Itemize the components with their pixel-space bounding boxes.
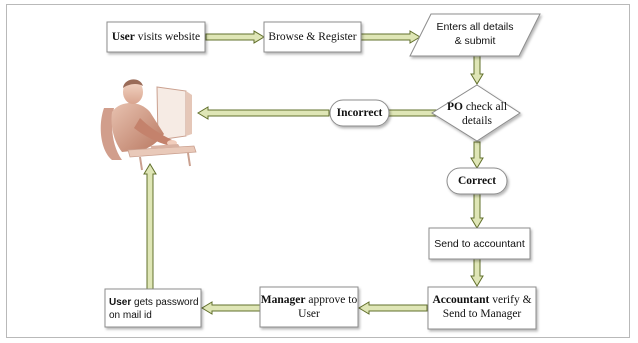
- label-user-password-line2: on mail id: [109, 310, 152, 321]
- arrow-password-to-person: [143, 163, 157, 290]
- label-po-check-line1: PO check all: [432, 100, 522, 114]
- label-enters-details: Enters all details & submit: [420, 20, 530, 48]
- label-manager-approve: Manager approve to User: [260, 293, 358, 321]
- diamond-po-check: [431, 84, 521, 142]
- label-po-check-line2: details: [461, 115, 493, 127]
- label-po-check: PO check all details: [432, 100, 522, 128]
- label-accountant-verify-line1: Accountant verify &: [428, 293, 536, 307]
- arrow-user-to-browse: [205, 30, 265, 44]
- label-send-accountant: Send to accountant: [434, 238, 525, 250]
- label-user-visits: User visits website: [107, 30, 205, 44]
- arrow-send-to-accountant: [470, 258, 484, 287]
- box-send-accountant: [428, 227, 531, 260]
- arrow-enters-to-po: [470, 54, 484, 85]
- label-incorrect: Incorrect: [336, 107, 383, 119]
- label-user-password: User gets password on mail id: [109, 296, 201, 322]
- label-browse-register: Browse & Register: [268, 31, 357, 43]
- label-user-password-line1: User gets password: [109, 296, 201, 309]
- parallelogram-enters-details: [409, 13, 541, 57]
- label-po-check-bold: PO: [446, 101, 463, 113]
- label-enters-details-line2: & submit: [454, 35, 496, 47]
- box-manager-approve: [259, 286, 359, 328]
- label-user-visits-rest: visits website: [134, 31, 201, 43]
- arrow-po-to-correct: [470, 141, 484, 169]
- box-accountant-verify: [427, 286, 537, 330]
- label-user-visits-bold: User: [111, 31, 135, 43]
- label-accountant-verify-rest: verify &: [489, 294, 532, 306]
- label-accountant-verify-bold: Accountant: [432, 294, 490, 306]
- arrow-incorrect-to-person: [197, 106, 330, 120]
- arrow-correct-to-send: [470, 193, 484, 229]
- box-user-visits: [106, 21, 206, 53]
- person-at-computer-icon: [100, 79, 197, 171]
- label-user-password-bold: User: [109, 297, 132, 308]
- label-po-check-rest: check all: [462, 101, 508, 113]
- label-manager-approve-rest: approve to: [305, 294, 358, 306]
- label-manager-approve-line1: Manager approve to: [260, 293, 358, 307]
- terminator-correct: [446, 167, 508, 195]
- node-shapes: [104, 13, 541, 330]
- arrows: [143, 30, 484, 315]
- label-manager-approve-bold: Manager: [260, 294, 306, 306]
- label-enters-details-line1: Enters all details: [436, 21, 514, 33]
- box-user-password: [104, 288, 202, 328]
- diagram-frame: [6, 4, 630, 338]
- arrow-browse-to-enters: [360, 30, 421, 44]
- label-user-password-rest: gets password: [131, 297, 199, 308]
- label-accountant-verify: Accountant verify & Send to Manager: [428, 293, 536, 321]
- label-correct: Correct: [457, 175, 497, 187]
- arrow-accountant-to-manager: [358, 301, 428, 315]
- box-browse-register: [263, 21, 362, 53]
- label-manager-approve-line2: User: [298, 308, 320, 320]
- arrow-manager-to-password: [201, 301, 261, 315]
- label-accountant-verify-line2: Send to Manager: [442, 308, 522, 320]
- terminator-incorrect: [329, 99, 390, 127]
